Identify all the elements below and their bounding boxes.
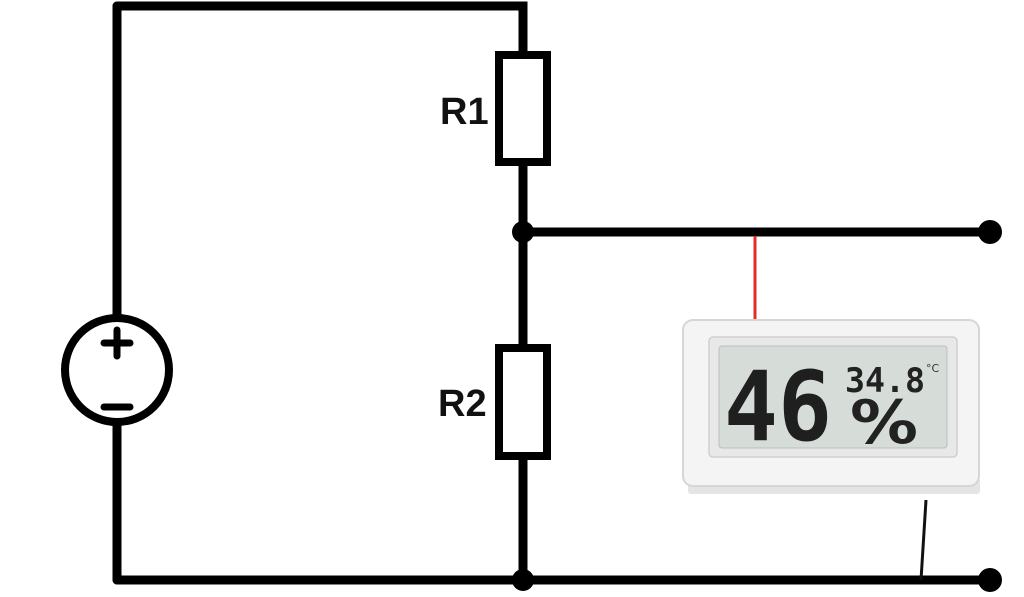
voltage-source <box>61 314 173 426</box>
wire-top <box>112 1 528 60</box>
plus-icon <box>100 326 134 360</box>
junction-node-bottom <box>512 569 534 591</box>
resistor-r1 <box>495 51 551 166</box>
humidity-reading: 46 <box>724 351 832 463</box>
junction-node-top <box>512 221 534 243</box>
circuit-wires <box>112 1 995 585</box>
lcd-screen <box>718 345 948 449</box>
resistor-r2 <box>495 344 551 460</box>
resistor-r2-label: R2 <box>438 383 487 425</box>
hygrometer-device: 46 34.8 °C % <box>682 319 980 494</box>
probe-wire-black <box>919 499 928 581</box>
resistor-r1-label: R1 <box>440 91 489 133</box>
humidity-unit: % <box>850 388 918 458</box>
temperature-unit: °C <box>926 362 940 375</box>
terminal-top <box>978 220 1002 244</box>
terminal-bottom <box>978 568 1002 592</box>
temperature-reading: 34.8 <box>845 361 925 401</box>
